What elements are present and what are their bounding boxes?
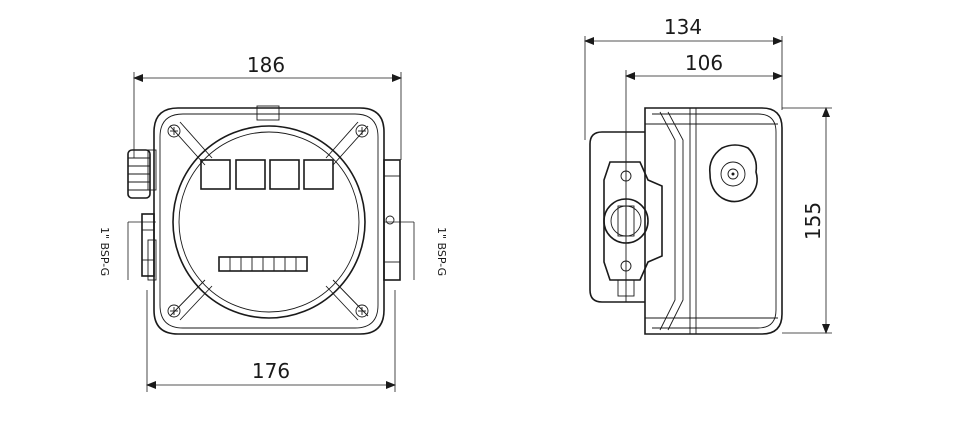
dim-label-155: 155 [801,202,825,240]
top-tab [256,105,280,121]
left-inlet [141,213,155,277]
dim-label-186: 186 [247,53,285,77]
flange-plate [603,161,663,281]
dim-label-106: 106 [685,51,723,75]
side-knob-icon [708,144,758,203]
side-inlet-port [603,198,649,244]
right-thread-label: 1" BSP-G [435,227,448,276]
counter-strip [218,256,308,272]
display-windows [200,159,334,190]
screw-top-right-icon [355,124,369,138]
front-view: 186 176 [98,53,448,392]
side-rear-housing [589,131,645,303]
side-body-outline [644,107,783,335]
dim-label-176: 176 [252,359,290,383]
dial-face [172,125,366,319]
housing-outline [153,107,385,335]
screw-bottom-left-icon [167,304,181,318]
right-outlet [383,159,401,281]
reset-knob [127,149,151,199]
dim-label-134: 134 [664,15,702,39]
screw-bottom-right-icon [355,304,369,318]
left-thread-label: 1" BSP-G [98,227,111,276]
side-view: 134 106 155 [584,15,832,335]
screw-top-left-icon [167,124,181,138]
